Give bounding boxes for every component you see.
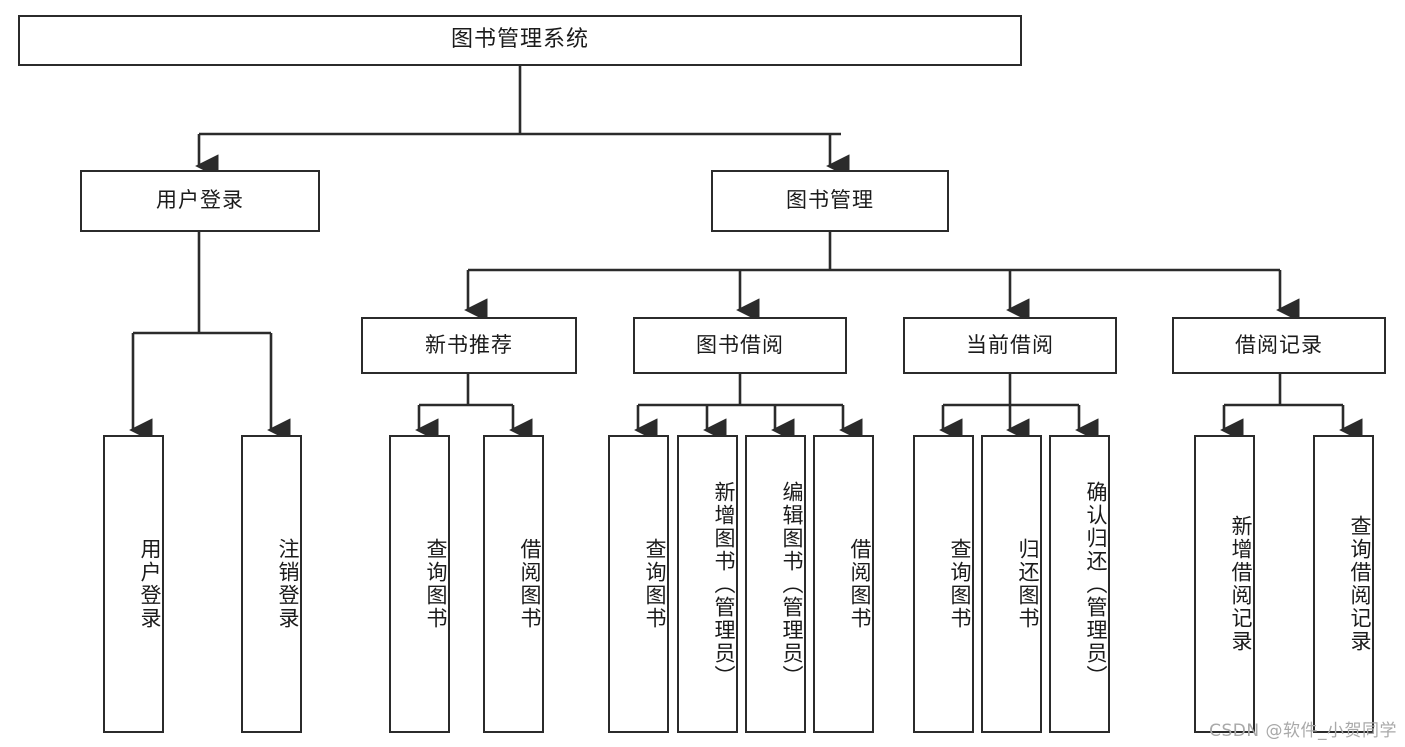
node-leaf-return-book[interactable]: 归还图书	[981, 435, 1042, 733]
node-leaf-borrow-book-2[interactable]: 借阅图书	[813, 435, 874, 733]
node-leaf-query-book-1[interactable]: 查询图书	[389, 435, 450, 733]
node-book-borrow[interactable]: 图书借阅	[633, 317, 847, 374]
node-leaf-query-book-2[interactable]: 查询图书	[608, 435, 669, 733]
node-label: 新增借阅记录	[1229, 515, 1253, 653]
node-label: 编辑图书（管理员）	[780, 480, 804, 688]
node-leaf-edit-book[interactable]: 编辑图书（管理员）	[745, 435, 806, 733]
node-book-manage[interactable]: 图书管理	[711, 170, 949, 232]
node-label: 查询图书	[948, 538, 972, 630]
node-root-system[interactable]: 图书管理系统	[18, 15, 1022, 66]
node-leaf-user-login[interactable]: 用户登录	[103, 435, 164, 733]
node-user-login[interactable]: 用户登录	[80, 170, 320, 232]
node-label: 确认归还（管理员）	[1084, 480, 1108, 688]
node-leaf-logout-login[interactable]: 注销登录	[241, 435, 302, 733]
node-label: 注销登录	[276, 538, 300, 630]
node-leaf-add-record[interactable]: 新增借阅记录	[1194, 435, 1255, 733]
node-label: 查询图书	[643, 538, 667, 630]
node-leaf-confirm-return[interactable]: 确认归还（管理员）	[1049, 435, 1110, 733]
node-leaf-query-book-3[interactable]: 查询图书	[913, 435, 974, 733]
csdn-watermark: CSDN @软件_小贺同学	[1209, 721, 1397, 741]
node-label: 借阅图书	[848, 538, 872, 630]
node-borrow-record[interactable]: 借阅记录	[1172, 317, 1386, 374]
node-leaf-add-book[interactable]: 新增图书（管理员）	[677, 435, 738, 733]
node-leaf-borrow-book-1[interactable]: 借阅图书	[483, 435, 544, 733]
node-leaf-query-record[interactable]: 查询借阅记录	[1313, 435, 1374, 733]
node-label: 用户登录	[138, 538, 162, 630]
node-new-book-recommend[interactable]: 新书推荐	[361, 317, 577, 374]
node-label: 新增图书（管理员）	[712, 480, 736, 688]
node-current-borrow[interactable]: 当前借阅	[903, 317, 1117, 374]
node-label: 查询借阅记录	[1348, 515, 1372, 653]
node-label: 借阅图书	[518, 538, 542, 630]
node-label: 归还图书	[1016, 538, 1040, 630]
node-label: 查询图书	[424, 538, 448, 630]
